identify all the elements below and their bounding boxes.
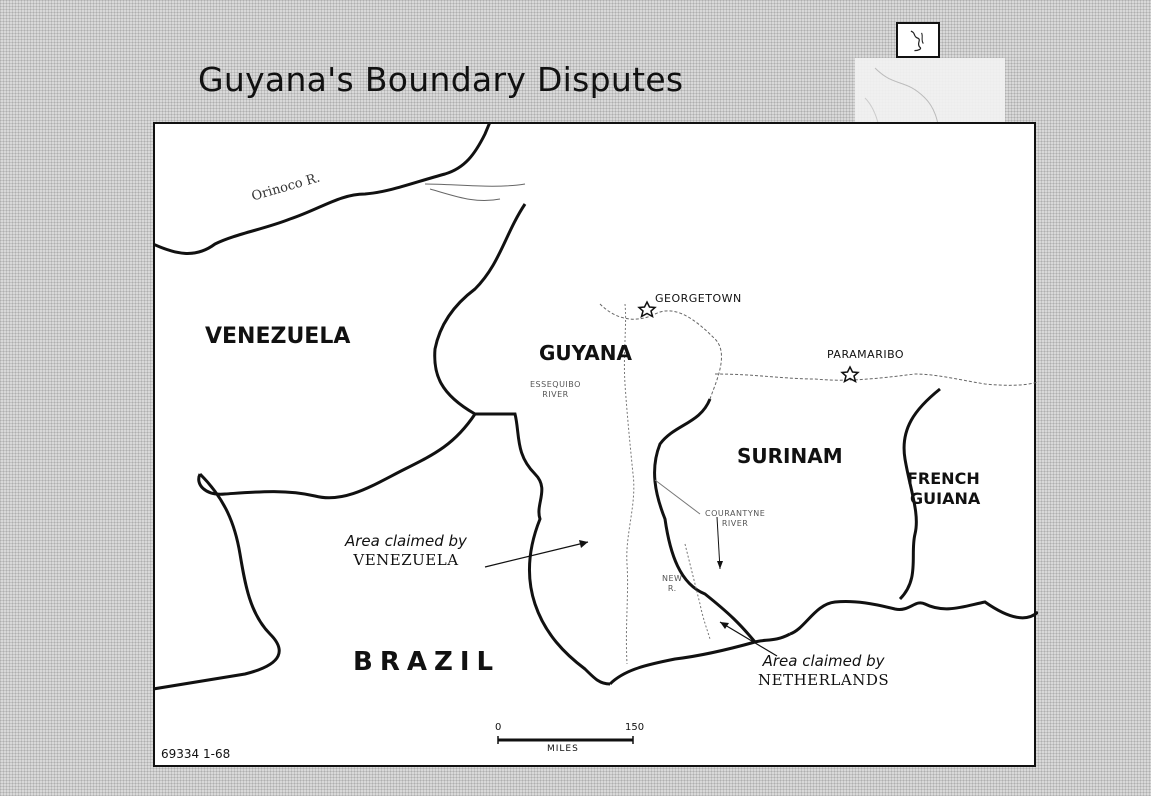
scale-bar bbox=[497, 736, 634, 744]
label-french-guiana-2: GUIANA bbox=[910, 489, 981, 508]
surinam-brazil-boundary bbox=[789, 600, 1038, 636]
scale-max-label: 150 bbox=[625, 722, 645, 733]
scale-unit-label: MILES bbox=[547, 744, 579, 754]
label-new-river: NEW R. bbox=[662, 574, 683, 593]
map-code: 69334 1-68 bbox=[161, 747, 231, 761]
venezuela-claim-boundary bbox=[433, 203, 527, 416]
locator-inset-icon bbox=[910, 30, 924, 52]
scale-min-label: 0 bbox=[495, 722, 502, 733]
essequibo-river bbox=[623, 303, 635, 665]
georgetown-star bbox=[637, 300, 657, 319]
label-french-guiana-1: FRENCH bbox=[907, 469, 980, 488]
venezuela-claim-arrow bbox=[484, 541, 589, 568]
map-frame: VENEZUELA GUYANA SURINAM FRENCH GUIANA B… bbox=[153, 122, 1038, 767]
page-title: Guyana's Boundary Disputes bbox=[198, 60, 684, 99]
coastline bbox=[599, 303, 722, 400]
surinam-french-guiana-boundary bbox=[898, 387, 941, 601]
netherlands-claim-arrow bbox=[719, 621, 778, 657]
label-surinam: SURINAM bbox=[737, 444, 843, 468]
new-river bbox=[684, 543, 711, 640]
label-courantyne: COURANTYNE RIVER bbox=[705, 509, 766, 528]
label-claim-netherlands: Area claimed by NETHERLANDS bbox=[758, 652, 890, 689]
label-venezuela: VENEZUELA bbox=[205, 324, 351, 349]
courantyne-label-arrow bbox=[654, 479, 701, 515]
label-brazil: BRAZIL bbox=[353, 647, 501, 677]
locator-inset-box bbox=[896, 22, 940, 58]
orinoco-river bbox=[155, 124, 491, 255]
paramaribo-star bbox=[840, 365, 860, 384]
guyana-brazil-boundary bbox=[608, 632, 791, 686]
label-paramaribo: PARAMARIBO bbox=[827, 348, 905, 361]
label-georgetown: GEORGETOWN bbox=[655, 292, 742, 305]
guyana-west-boundary bbox=[475, 412, 611, 686]
courantyne-boundary bbox=[653, 398, 757, 643]
map-drawing bbox=[155, 124, 1038, 744]
venezuela-brazil-boundary bbox=[197, 413, 477, 500]
label-claim-venezuela: Area claimed by VENEZUELA bbox=[345, 532, 467, 569]
label-essequibo: ESSEQUIBO RIVER bbox=[530, 380, 581, 399]
label-guyana: GUYANA bbox=[539, 341, 632, 365]
